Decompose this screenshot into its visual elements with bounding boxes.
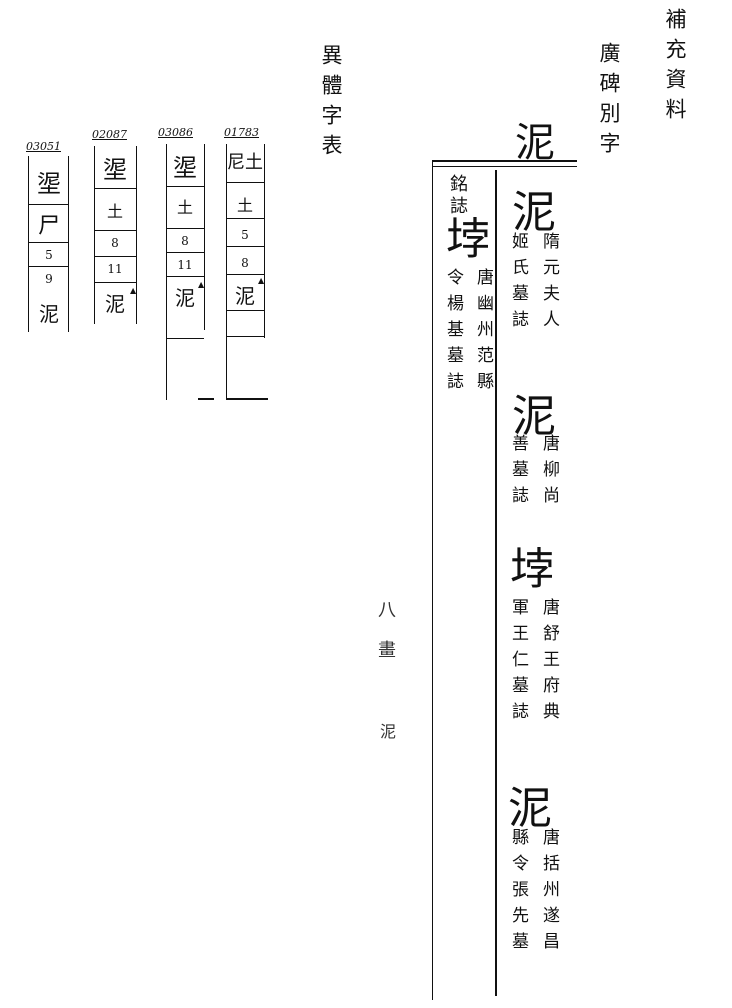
card-edge bbox=[226, 144, 227, 400]
variant-table-heading: 異體字表 bbox=[319, 44, 343, 164]
entry-caption: 唐括州遂昌 bbox=[539, 828, 559, 958]
card-cell: 尸 bbox=[37, 214, 60, 239]
card-cell: 土 bbox=[106, 202, 123, 221]
entry-caption: 縣令張先墓 bbox=[508, 828, 528, 958]
entry-glyph: 泥 bbox=[512, 391, 556, 442]
card-cell: 5 bbox=[45, 248, 53, 262]
card-edge bbox=[68, 156, 69, 332]
card-edge bbox=[28, 156, 29, 332]
card-rule bbox=[226, 218, 264, 219]
card-rule bbox=[94, 256, 136, 257]
card-cell: 8 bbox=[111, 236, 119, 250]
card-glyph: 埿 bbox=[103, 156, 127, 184]
card-last: 泥 bbox=[235, 284, 255, 308]
card-rule bbox=[28, 204, 68, 205]
card-rule bbox=[166, 276, 204, 277]
entry-caption: 姬氏墓誌 bbox=[508, 232, 528, 336]
card-bottom bbox=[226, 398, 268, 400]
card-rule bbox=[226, 336, 264, 337]
column-rule-middle bbox=[495, 170, 497, 996]
left-entry-caption: 令楊基墓誌 bbox=[443, 268, 463, 398]
card-rule bbox=[166, 338, 204, 339]
index-card: 03051 埿 尸 5 9 泥 bbox=[26, 140, 70, 332]
left-entry-top: 銘誌 bbox=[447, 174, 468, 218]
card-edge bbox=[264, 144, 265, 338]
card-rule bbox=[226, 310, 264, 311]
supplementary-heading: 補充資料 bbox=[663, 8, 687, 128]
card-cell: 土 bbox=[236, 196, 253, 215]
card-id: 01783 bbox=[224, 126, 259, 139]
entry-caption: 唐舒王府典 bbox=[539, 598, 559, 728]
index-card: 02087 埿 土 8 11 泥 ▲ bbox=[92, 128, 138, 328]
triangle-mark: ▲ bbox=[258, 276, 265, 285]
left-entry-caption: 唐幽州范縣 bbox=[473, 268, 493, 398]
card-id: 02087 bbox=[92, 128, 127, 141]
stele-variants-heading: 廣碑別字 bbox=[597, 42, 621, 162]
entry-caption: 善墓誌 bbox=[508, 434, 528, 512]
card-cell: 5 bbox=[241, 228, 249, 242]
card-rule bbox=[28, 266, 68, 267]
card-glyph: 埿 bbox=[173, 154, 197, 182]
card-rule bbox=[94, 282, 136, 283]
entry-glyph: 泥 bbox=[508, 783, 552, 834]
card-cell: 土 bbox=[176, 198, 193, 217]
card-cell: 8 bbox=[181, 234, 189, 248]
card-cell: 11 bbox=[177, 258, 193, 272]
card-rule bbox=[166, 252, 204, 253]
card-cell: 9 bbox=[45, 272, 53, 286]
stroke-count-mark: 八畫 bbox=[375, 600, 396, 680]
card-edge bbox=[136, 146, 137, 324]
head-rule-thin bbox=[432, 166, 577, 167]
index-card: 01783 尼土 土 5 8 泥 ▲ bbox=[224, 126, 270, 406]
card-rule bbox=[94, 230, 136, 231]
card-id: 03086 bbox=[158, 126, 193, 139]
card-rule bbox=[226, 246, 264, 247]
card-rule bbox=[166, 228, 204, 229]
stub-line bbox=[198, 398, 214, 400]
entry-caption: 軍王仁墓誌 bbox=[508, 598, 528, 728]
card-last: 泥 bbox=[175, 286, 195, 310]
card-id: 03051 bbox=[26, 140, 61, 153]
card-rule bbox=[94, 188, 136, 189]
card-edge bbox=[166, 144, 167, 400]
head-character: 泥 bbox=[515, 120, 555, 166]
card-cell: 11 bbox=[107, 262, 123, 276]
column-rule-left bbox=[432, 160, 433, 1000]
triangle-mark: ▲ bbox=[198, 280, 205, 289]
card-rule bbox=[28, 242, 68, 243]
triangle-mark: ▲ bbox=[130, 286, 137, 295]
card-rule bbox=[166, 186, 204, 187]
left-entry-glyph: 𡋯 bbox=[446, 214, 490, 265]
card-last: 泥 bbox=[39, 302, 59, 326]
entry-caption: 隋元夫人 bbox=[539, 232, 559, 336]
entry-glyph: 泥 bbox=[512, 187, 556, 238]
card-rule bbox=[226, 274, 264, 275]
entry-caption: 唐柳尚 bbox=[539, 434, 559, 512]
card-last: 泥 bbox=[105, 292, 125, 316]
card-cell: 8 bbox=[241, 256, 249, 270]
entry-glyph: 𡋯 bbox=[510, 544, 554, 595]
head-rule bbox=[432, 160, 577, 162]
card-edge bbox=[204, 144, 205, 330]
card-glyph: 埿 bbox=[37, 170, 61, 198]
side-char-mark: 泥 bbox=[380, 722, 397, 741]
card-edge bbox=[94, 146, 95, 324]
card-rule bbox=[226, 182, 264, 183]
index-card: 03086 埿 土 8 11 泥 ▲ bbox=[158, 126, 208, 402]
card-glyph: 尼土 bbox=[227, 152, 263, 173]
